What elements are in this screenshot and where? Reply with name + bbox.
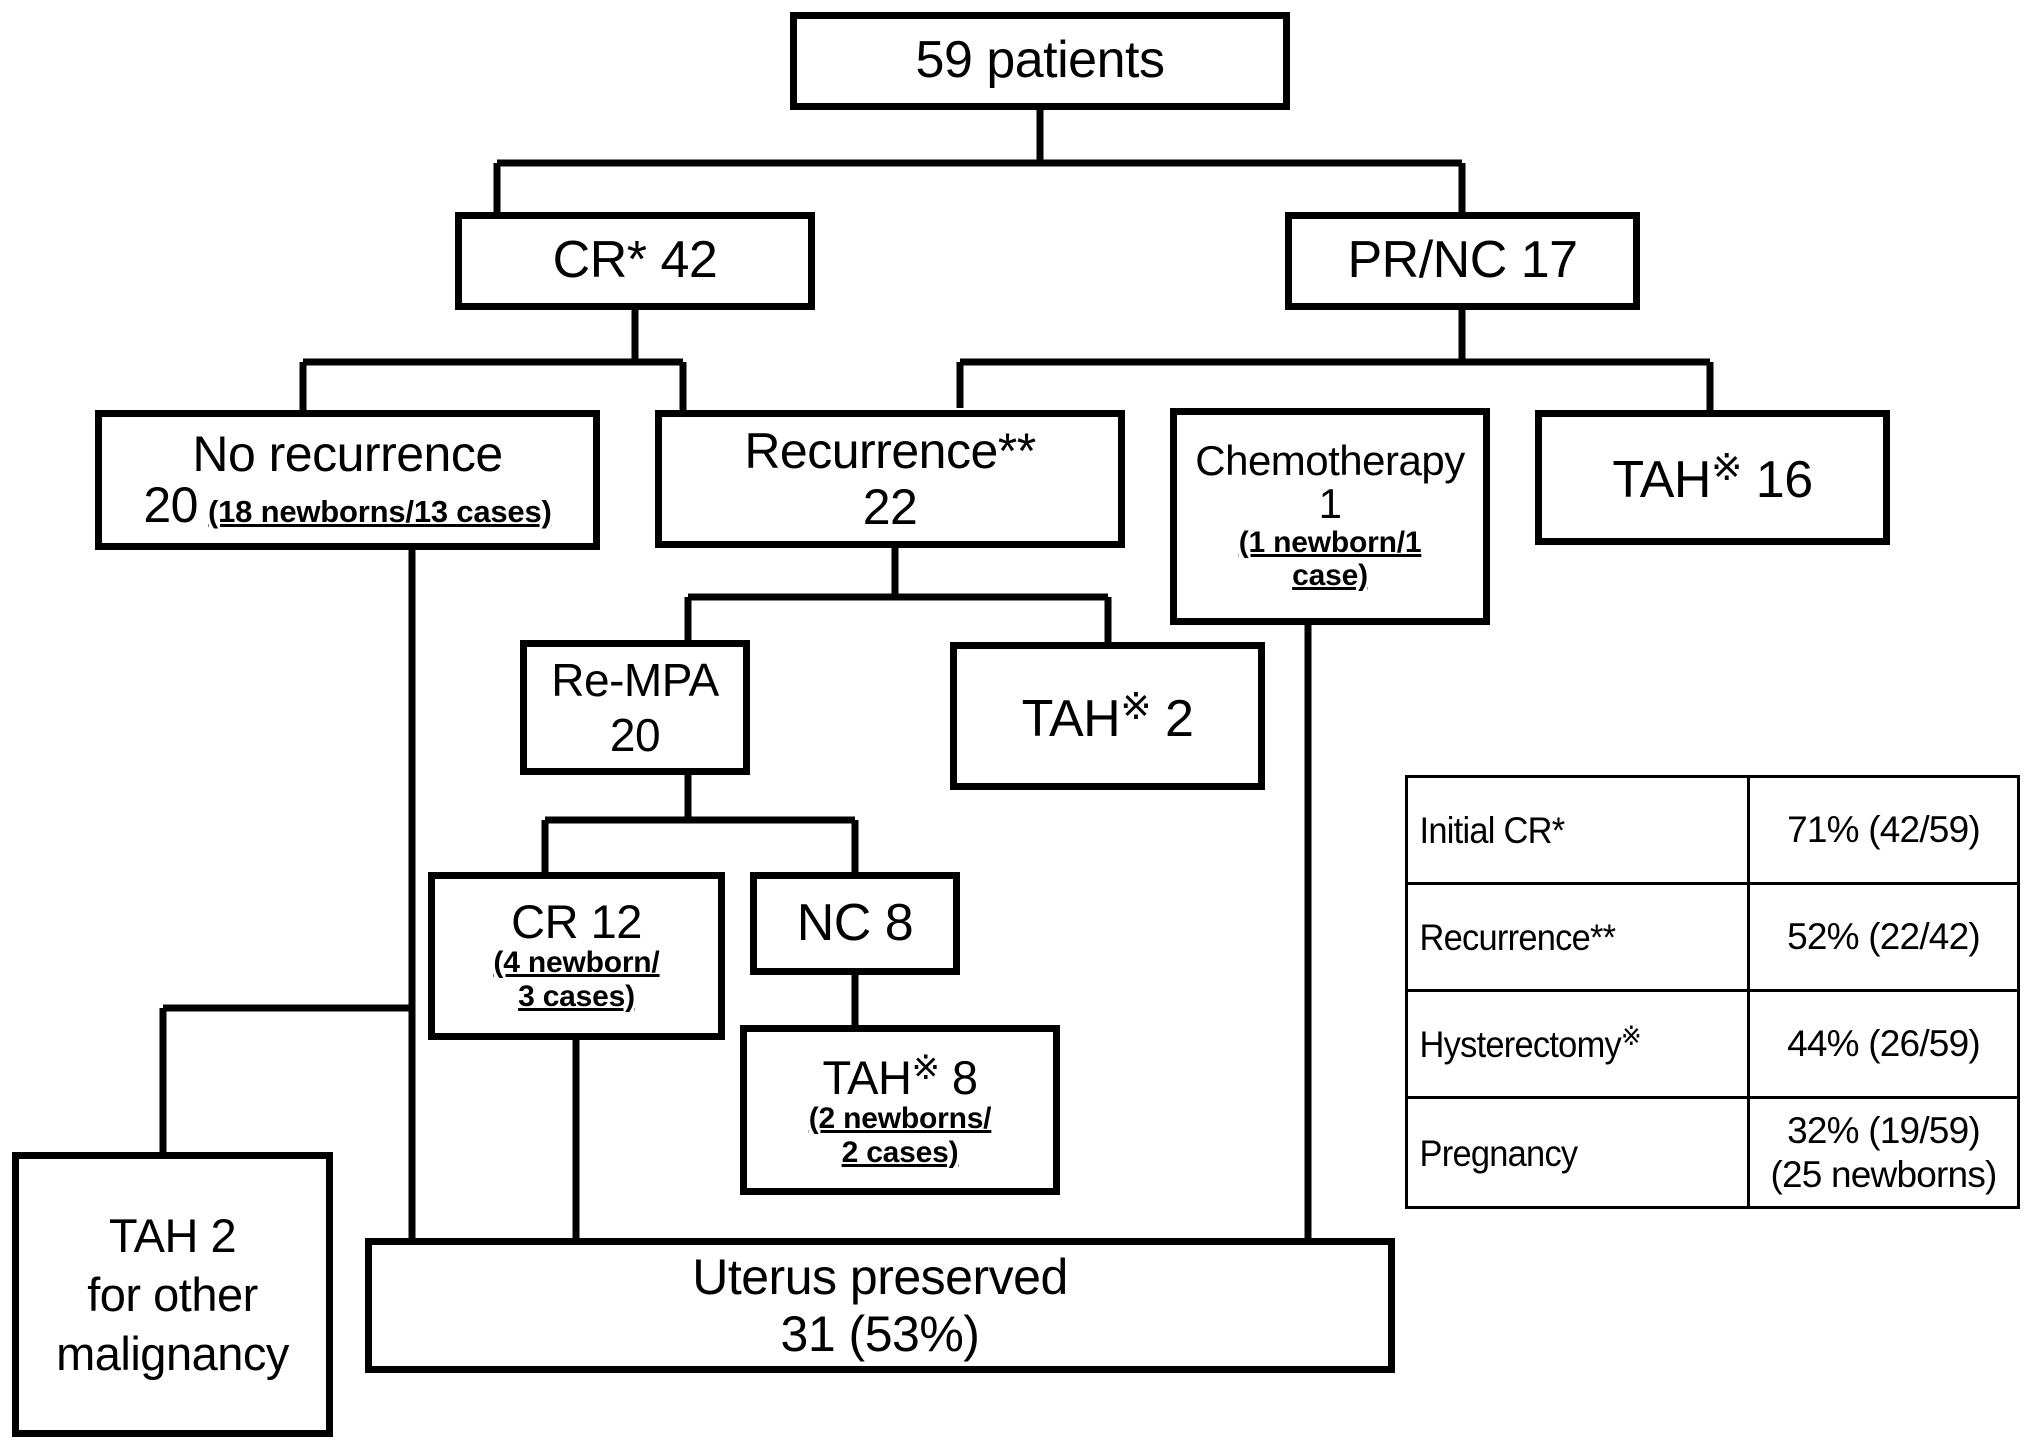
node-count: 16 [1755,450,1813,509]
kome-mark-icon: ※ [1620,1021,1641,1052]
node-label: Recurrence** [744,423,1036,479]
node-label: Uterus preserved [692,1248,1068,1305]
node-total-patients[interactable]: 59 patients [790,12,1290,110]
node-count: 2 [1165,689,1194,748]
node-note-line-2: case) [1292,559,1368,593]
node-note-line-2: 2 cases) [841,1135,959,1169]
node-label-line-1: TAH 2 [108,1208,237,1262]
node-prefix: TAH [822,1051,912,1105]
node-count: 20 [609,708,661,761]
summary-value-text: 44% (26/59) [1787,1023,1981,1065]
node-label: TAH※ 16 [1612,446,1813,509]
node-count: 8 [951,1051,978,1105]
kome-mark-icon: ※ [911,1048,940,1087]
node-recurrence[interactable]: Recurrence** 22 [655,410,1125,548]
node-prefix: TAH [1612,450,1711,509]
node-tah-16[interactable]: TAH※ 16 [1535,410,1890,545]
node-label: Re-MPA [551,654,719,707]
table-row: Hysterectomy※ 44% (26/59) [1405,989,2020,1099]
node-note-line-1: (2 newborns/ [808,1101,992,1135]
summary-metric-label: Hysterectomy※ [1405,989,1726,1099]
node-note-line-2: 3 cases) [518,979,635,1013]
node-label: PR/NC 17 [1347,231,1578,290]
node-tah-2-recurrence[interactable]: TAH※ 2 [950,642,1265,790]
node-count: 20 [143,477,198,533]
node-tah-8[interactable]: TAH※ 8 (2 newborns/ 2 cases) [740,1025,1060,1195]
node-label: CR 12 [511,895,642,949]
summary-metric-value: 71% (42/59) [1747,775,2020,885]
summary-metric-value: 44% (26/59) [1747,989,2020,1099]
node-label: NC 8 [796,893,914,952]
node-note-line-1: (1 newborn/1 [1238,525,1422,559]
summary-metric-text: Hysterectomy [1419,1024,1621,1066]
table-row: Initial CR* 71% (42/59) [1405,775,2020,885]
summary-metric-label: Initial CR* [1405,775,1726,885]
node-note: (18 newborns/13 cases) [207,494,552,529]
summary-value-secondary-text: (25 newborns) [1770,1153,1997,1195]
summary-table-body: Initial CR* 71% (42/59) Recurrence** 52%… [1405,775,2020,1210]
node-re-mpa[interactable]: Re-MPA 20 [520,640,750,775]
summary-metric-value: 52% (22/42) [1747,882,2020,992]
summary-metric-text: Pregnancy [1419,1132,1578,1174]
node-count: 31 (53%) [780,1305,980,1362]
kome-mark-icon: ※ [1710,446,1742,489]
node-label: CR* 42 [552,231,718,290]
node-label: No recurrence [192,426,503,482]
node-prefix: TAH [1021,689,1121,748]
node-label: TAH※ 8 [822,1048,978,1105]
node-partial-response-no-change[interactable]: PR/NC 17 [1285,212,1640,310]
node-count-row: 20 (18 newborns/13 cases) [143,480,551,531]
node-no-recurrence[interactable]: No recurrence 20 (18 newborns/13 cases) [95,410,600,550]
node-chemotherapy[interactable]: Chemotherapy 1 (1 newborn/1 case) [1170,408,1490,625]
node-count: 1 [1318,479,1342,527]
summary-value-text: 71% (42/59) [1787,809,1981,851]
table-row: Pregnancy 32% (19/59) (25 newborns) [1405,1095,2020,1210]
kome-mark-icon: ※ [1120,684,1152,727]
summary-table: Initial CR* 71% (42/59) Recurrence** 52%… [1405,775,2020,1210]
summary-metric-label: Recurrence** [1405,882,1726,992]
summary-metric-text: Recurrence** [1419,917,1615,959]
summary-value-text: 32% (19/59) [1787,1110,1981,1151]
summary-metric-value: 32% (19/59) (25 newborns) [1747,1095,2020,1210]
node-label-line-3: malignancy [56,1327,289,1381]
node-label: 59 patients [915,31,1165,90]
table-row: Recurrence** 52% (22/42) [1405,882,2020,992]
summary-value-text: 52% (22/42) [1787,916,1981,958]
node-note-line-1: (4 newborn/ [493,946,660,980]
node-count: 22 [862,479,918,535]
node-label: Chemotherapy [1195,437,1465,485]
node-label: TAH※ 2 [1021,684,1194,748]
node-uterus-preserved[interactable]: Uterus preserved 31 (53%) [365,1238,1395,1373]
node-complete-response[interactable]: CR* 42 [455,212,815,310]
node-tah-other-malignancy[interactable]: TAH 2 for other malignancy [12,1152,333,1437]
summary-metric-label: Pregnancy [1405,1095,1726,1210]
node-label-line-2: for other [87,1267,258,1321]
node-nc-8[interactable]: NC 8 [750,872,960,975]
node-cr-12[interactable]: CR 12 (4 newborn/ 3 cases) [428,872,725,1040]
summary-metric-text: Initial CR* [1419,810,1565,852]
